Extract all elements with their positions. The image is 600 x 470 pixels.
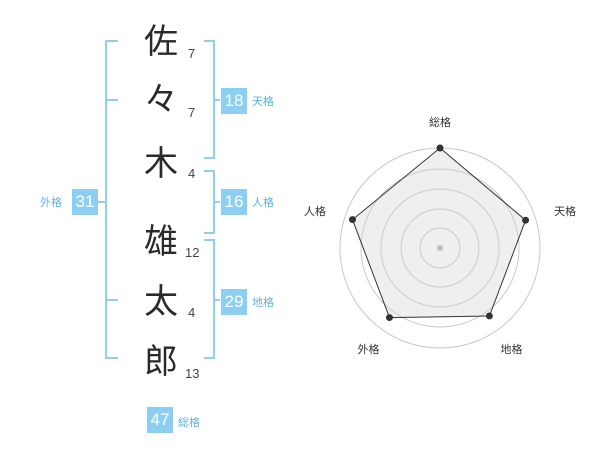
- radar-axis-label-1: 総格: [429, 115, 451, 129]
- tenkaku-label: 天格: [252, 95, 274, 108]
- radar-axis-label-4: 外格: [357, 342, 379, 356]
- radar-axis-label-3: 地格: [501, 342, 523, 356]
- radar-point-2: [522, 216, 530, 224]
- gaikaku-bracket: [98, 40, 118, 359]
- soukaku-value-badge: 47: [147, 407, 173, 433]
- name-char-6: 郎: [144, 342, 178, 382]
- name-char-4: 雄: [144, 222, 178, 262]
- radar-point-4: [385, 314, 393, 322]
- radar-axis-label-2: 天格: [554, 204, 576, 218]
- chikaku-label: 地格: [252, 296, 274, 309]
- stroke-count-3: 4: [188, 166, 196, 181]
- name-char-5: 太: [144, 282, 178, 322]
- radar-axis-label-5: 人格: [304, 204, 326, 218]
- radar-point-1: [436, 144, 444, 152]
- gaikaku-label: 外格: [40, 196, 62, 209]
- radar-ring-2: [360, 168, 520, 328]
- soukaku-label: 総格: [178, 416, 200, 429]
- jinkaku-bracket: [204, 170, 220, 234]
- radar-center-dot: [437, 245, 443, 251]
- stroke-count-2: 7: [188, 105, 196, 120]
- radar-ring-5: [419, 227, 461, 269]
- radar-point-5: [349, 216, 357, 224]
- stroke-count-5: 4: [188, 305, 196, 320]
- stroke-count-6: 13: [185, 366, 200, 381]
- radar-ring-4: [400, 208, 480, 288]
- radar-polygon: [351, 147, 527, 319]
- tenkaku-value-badge: 18: [221, 88, 247, 114]
- jinkaku-value-badge: 16: [221, 189, 247, 215]
- jinkaku-label: 人格: [252, 196, 274, 209]
- stroke-count-4: 12: [185, 245, 200, 260]
- chikaku-bracket: [204, 239, 220, 359]
- gaikaku-value-badge: 31: [72, 189, 98, 215]
- chikaku-value-badge: 29: [221, 289, 247, 315]
- stroke-count-1: 7: [188, 46, 196, 61]
- name-char-2: 々: [144, 80, 178, 120]
- name-char-3: 木: [144, 144, 178, 184]
- radar-point-3: [485, 312, 493, 320]
- radar-ring-3: [380, 188, 500, 308]
- name-char-1: 佐: [144, 22, 178, 62]
- tenkaku-bracket: [204, 40, 220, 159]
